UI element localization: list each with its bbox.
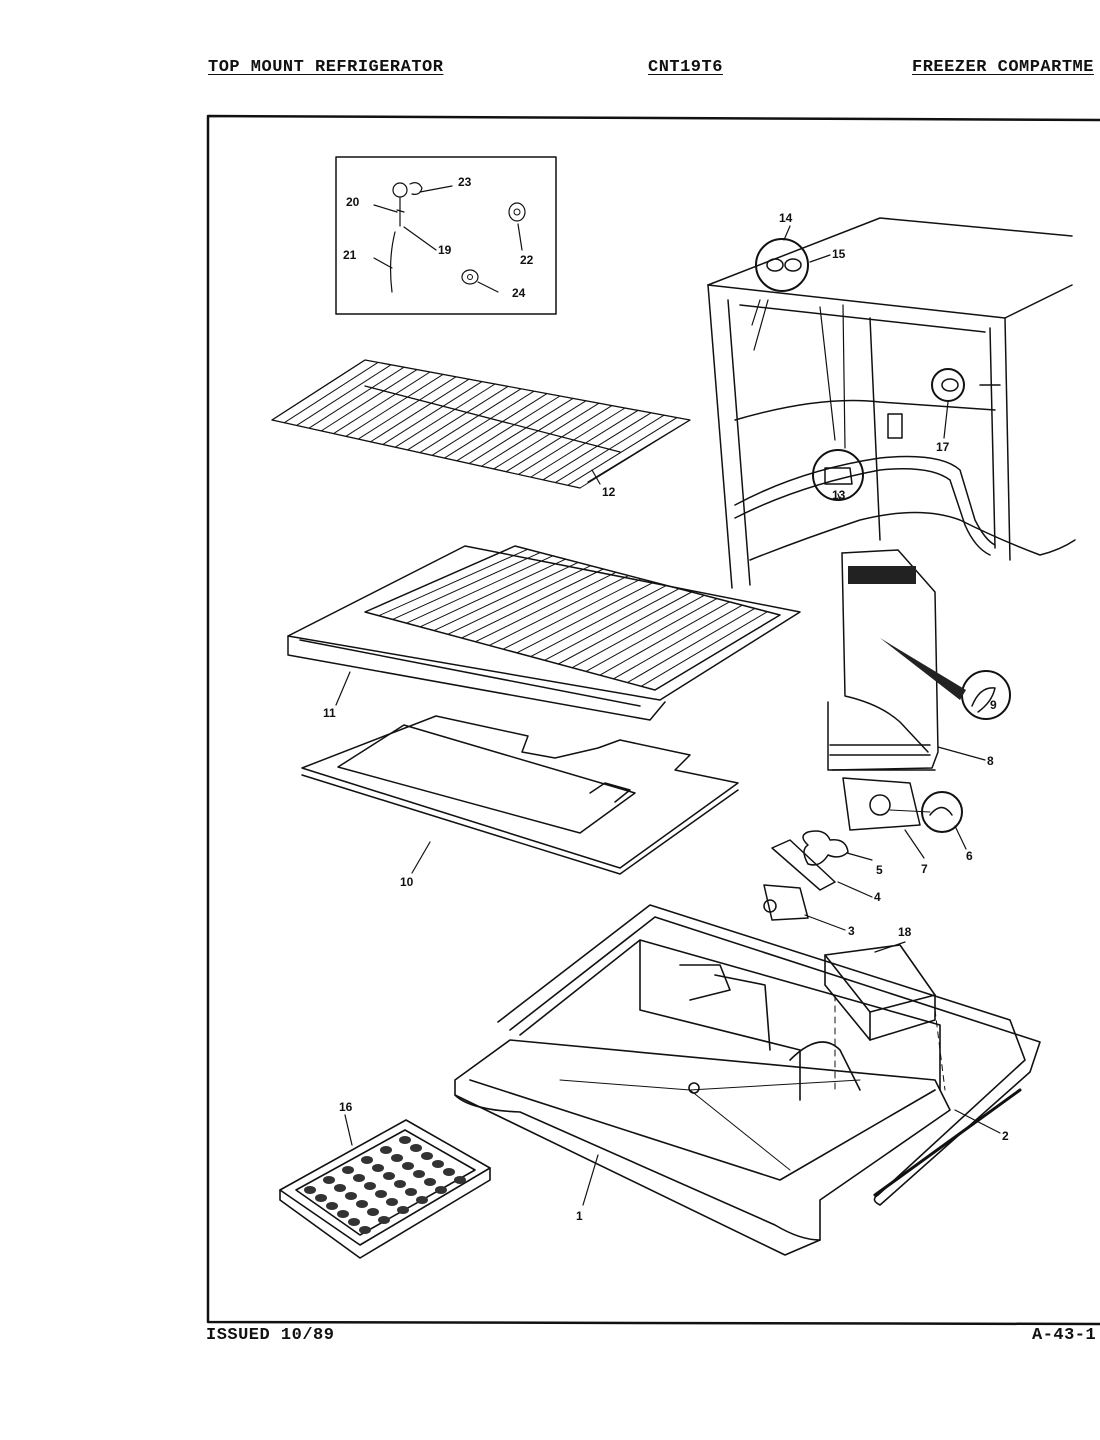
freezer-floor-pan [454,904,1041,1256]
part-label-6: 6 [966,849,973,863]
part-label-19: 19 [438,243,452,257]
shelf-frame [287,545,801,721]
part-label-7: 7 [921,862,928,876]
part-label-14: 14 [779,211,793,225]
part-label-23: 23 [458,175,472,189]
part-label-11: 11 [323,706,336,720]
fan-motor-assembly [763,777,963,921]
wire-shelf [271,359,691,489]
ice-cube-tray [279,1119,491,1259]
part-label-9: 9 [990,698,997,712]
part-label-21: 21 [343,248,357,262]
part-label-24: 24 [512,286,526,300]
part-label-15: 15 [832,247,846,261]
inset-parts-box [335,156,557,315]
issue-date: ISSUED 10/89 [206,1326,335,1345]
header-model-number: CNT19T6 [648,58,723,77]
callout-leader-lines [335,185,1001,1206]
freezer-cabinet [707,217,1076,589]
part-label-4: 4 [874,890,881,904]
header-section: FREEZER COMPARTME [912,58,1094,77]
page-number: A-43-1 [1032,1326,1097,1345]
part-label-18: 18 [898,925,912,939]
part-label-17: 17 [936,440,950,454]
part-label-22: 22 [520,253,534,267]
part-label-1: 1 [576,1209,583,1223]
part-label-12: 12 [602,485,616,499]
part-label-8: 8 [987,754,994,768]
part-label-2: 2 [1002,1129,1009,1143]
evaporator-cover [827,549,1011,771]
shelf-insert [301,715,739,875]
header-title: TOP MOUNT REFRIGERATOR [208,58,444,77]
diagram-frame [206,114,1100,1326]
part-label-5: 5 [876,863,883,877]
part-label-16: 16 [339,1100,353,1114]
part-label-20: 20 [346,195,360,209]
part-label-13: 13 [832,488,846,502]
part-label-10: 10 [400,875,414,889]
part-number-labels: 23 20 19 21 22 24 14 15 17 13 12 11 10 9… [323,175,1009,1223]
part-label-3: 3 [848,924,855,938]
